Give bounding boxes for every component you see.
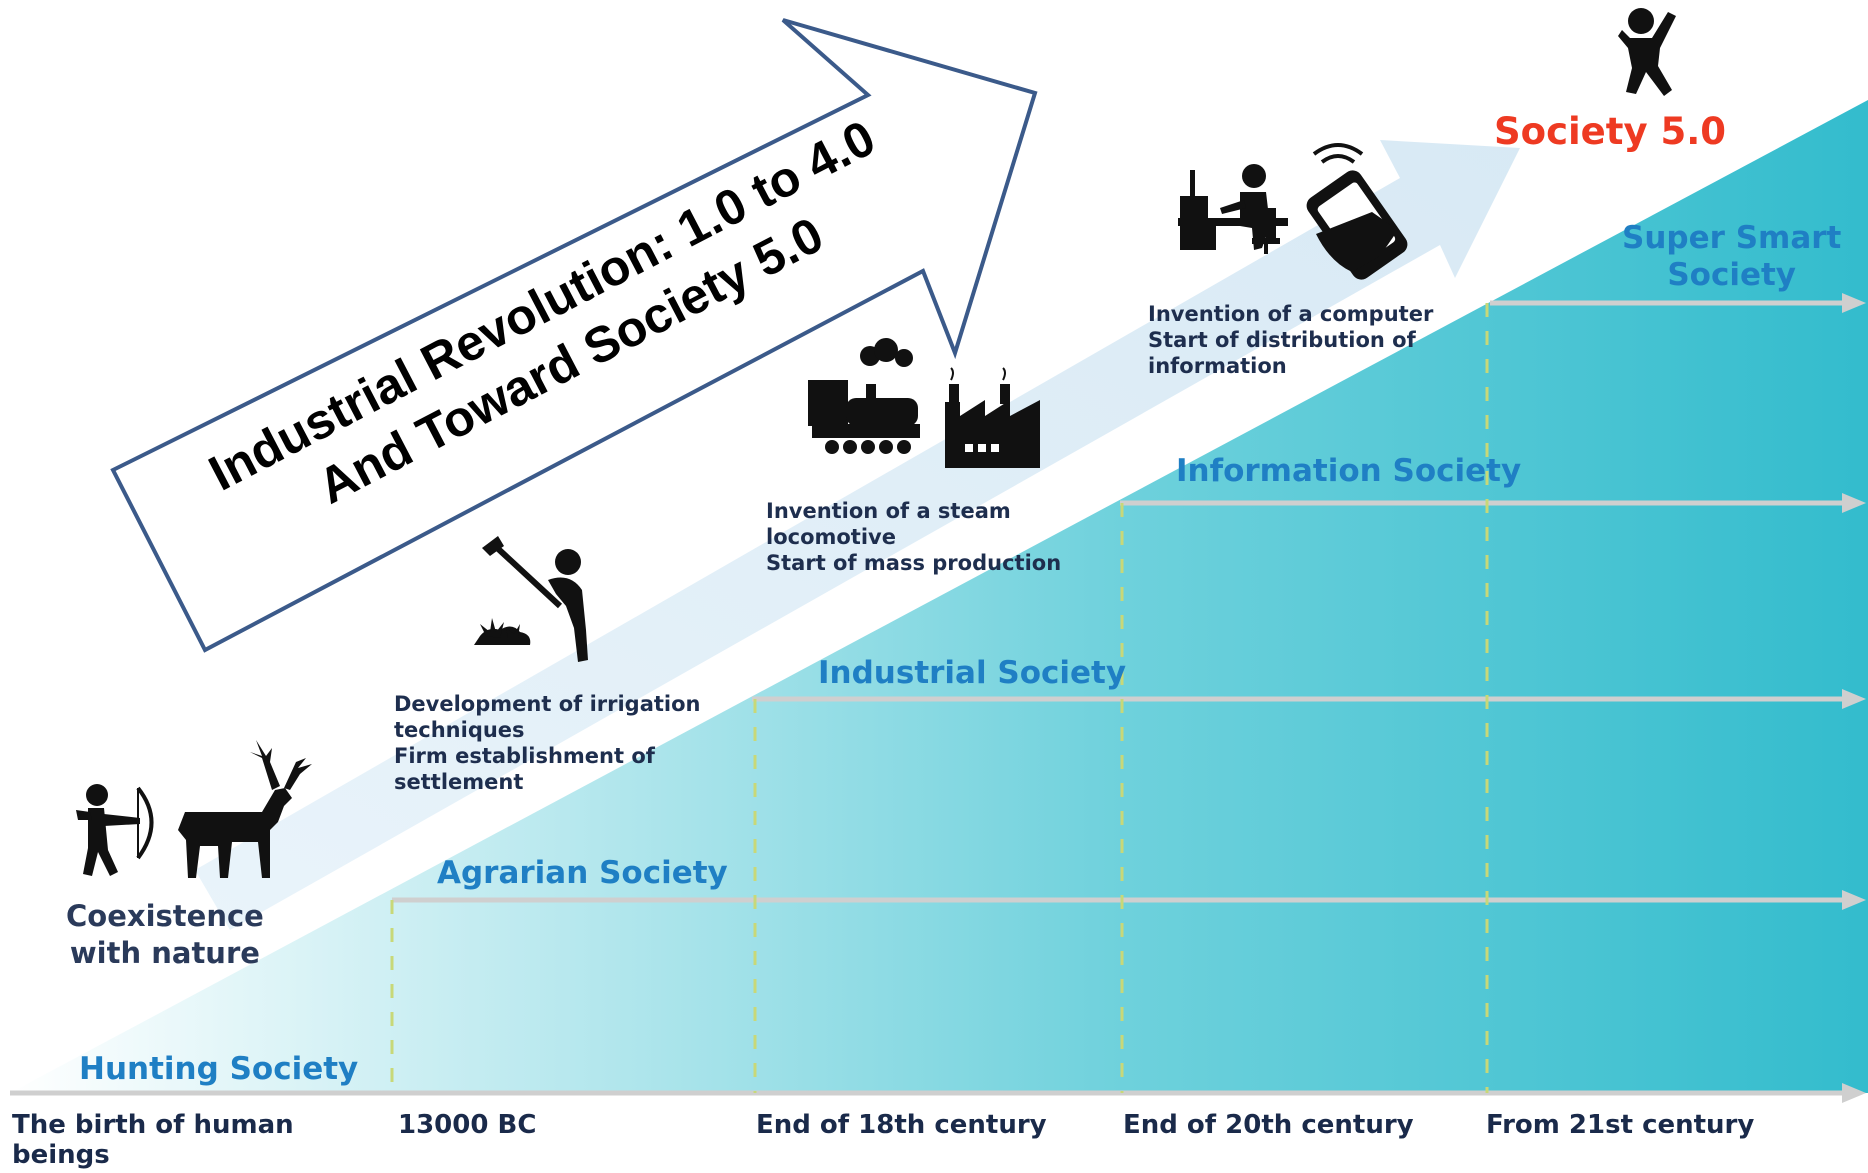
era-label-agrarian: Agrarian Society bbox=[437, 855, 728, 891]
computer-desk-icon bbox=[1178, 164, 1288, 254]
deer-icon bbox=[178, 740, 312, 878]
milestone-agrarian: Development of irrigation techniques Fir… bbox=[394, 691, 701, 795]
title-arrow-shape bbox=[110, 18, 1038, 653]
timeline-label-birth: The birth of human beings bbox=[12, 1110, 294, 1170]
timeline-label-birth-line2: beings bbox=[12, 1140, 110, 1170]
milestone-industrial-line1: Invention of a steam bbox=[766, 499, 1011, 523]
archer-icon bbox=[76, 784, 154, 876]
timeline-label-13000bc: 13000 BC bbox=[398, 1110, 537, 1140]
timeline-label-18th: End of 18th century bbox=[756, 1110, 1047, 1140]
timeline-label-21st: From 21st century bbox=[1486, 1110, 1755, 1140]
era-dividers bbox=[390, 303, 1489, 1093]
timeline-label-20th: End of 20th century bbox=[1123, 1110, 1414, 1140]
progress-band-arrow bbox=[195, 140, 1520, 930]
era-label-super-smart-line2: Society bbox=[1667, 257, 1797, 293]
milestone-agrarian-line1: Development of irrigation bbox=[394, 692, 701, 716]
milestone-agrarian-line3: Firm establishment of bbox=[394, 744, 655, 768]
milestone-industrial-line2: locomotive bbox=[766, 525, 896, 549]
era-arrows bbox=[10, 293, 1866, 1103]
smartphone-icon bbox=[1306, 143, 1408, 280]
milestone-information-line2: Start of distribution of bbox=[1148, 328, 1416, 352]
society-ramp bbox=[10, 100, 1868, 1093]
society-50-label: Society 5.0 bbox=[1494, 110, 1727, 153]
factory-icon bbox=[945, 367, 1040, 468]
era-label-information: Information Society bbox=[1176, 453, 1522, 489]
milestone-hunting-line2: with nature bbox=[69, 936, 260, 970]
milestone-agrarian-line2: techniques bbox=[394, 718, 525, 742]
milestone-hunting: Coexistence with nature bbox=[66, 898, 264, 972]
timeline-label-birth-line1: The birth of human bbox=[12, 1110, 294, 1140]
milestone-agrarian-line4: settlement bbox=[394, 770, 524, 794]
milestone-information-line1: Invention of a computer bbox=[1148, 302, 1434, 326]
era-label-industrial: Industrial Society bbox=[818, 655, 1127, 691]
milestone-information-line3: information bbox=[1148, 354, 1287, 378]
milestone-industrial-line3: Start of mass production bbox=[766, 551, 1062, 575]
milestone-hunting-line1: Coexistence bbox=[66, 899, 264, 933]
train-icon bbox=[808, 338, 920, 454]
milestone-information: Invention of a computer Start of distrib… bbox=[1148, 301, 1433, 379]
era-label-hunting: Hunting Society bbox=[79, 1051, 359, 1087]
jumping-person-icon bbox=[1618, 8, 1676, 96]
farmer-icon bbox=[474, 536, 588, 662]
era-label-super-smart-line1: Super Smart bbox=[1622, 220, 1842, 256]
milestone-industrial: Invention of a steam locomotive Start of… bbox=[766, 498, 1061, 576]
era-label-super-smart: Super Smart Society bbox=[1622, 220, 1841, 294]
